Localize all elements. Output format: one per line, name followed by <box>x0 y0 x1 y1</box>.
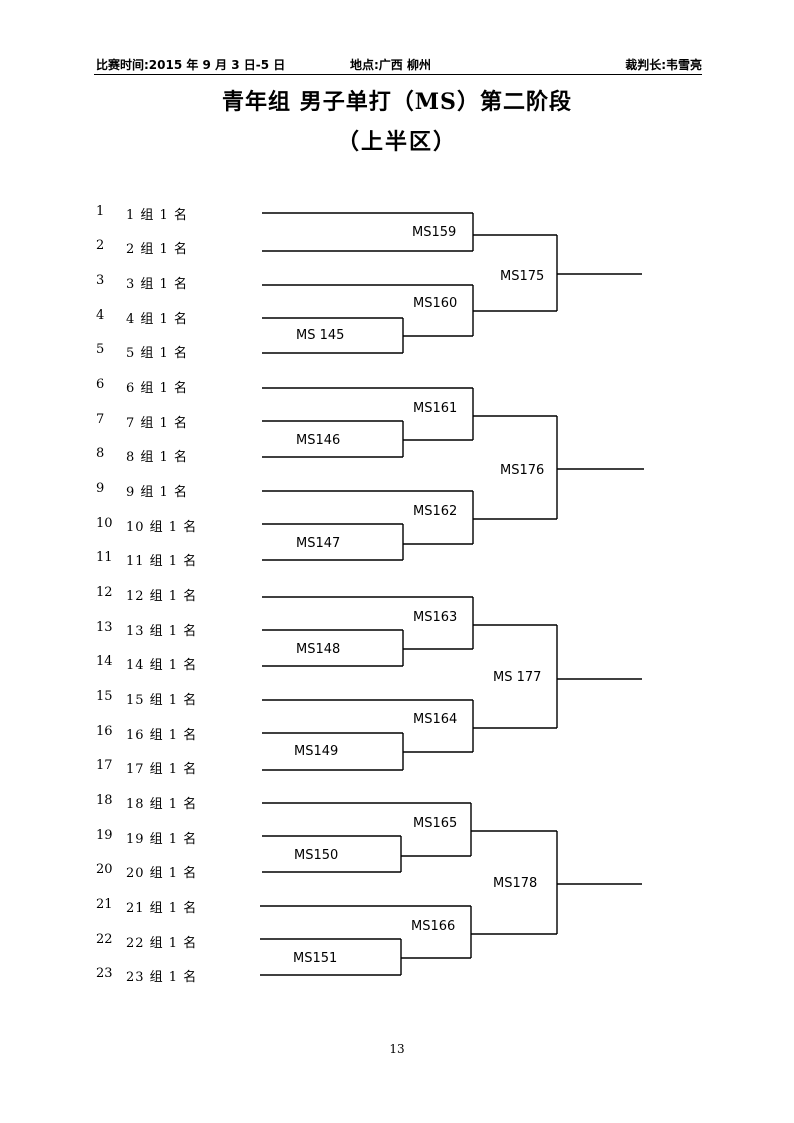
match-label: MS150 <box>294 848 338 863</box>
match-label: MS162 <box>413 504 457 519</box>
entry-seed: 5 <box>96 342 105 357</box>
match-label: MS147 <box>296 536 340 551</box>
match-label: MS165 <box>413 816 457 831</box>
entry-seed: 4 <box>96 308 105 323</box>
entry-seed: 12 <box>96 585 113 600</box>
match-label: MS 145 <box>296 328 344 343</box>
entry-seed: 10 <box>96 516 113 531</box>
entry-seed: 1 <box>96 204 105 219</box>
match-label: MS146 <box>296 433 340 448</box>
entry-seed: 20 <box>96 862 113 877</box>
entry-name: 8 组 1 名 <box>126 450 188 465</box>
entry-name: 13 组 1 名 <box>126 624 198 639</box>
match-label: MS178 <box>493 876 537 891</box>
match-venue: 地点:广西 柳州 <box>350 58 431 72</box>
match-label: MS166 <box>411 919 455 934</box>
entry-seed: 3 <box>96 273 105 288</box>
chief-referee: 裁判长:韦雪亮 <box>625 58 702 72</box>
entry-seed: 14 <box>96 654 113 669</box>
entry-name: 20 组 1 名 <box>126 866 198 881</box>
entry-name: 16 组 1 名 <box>126 728 198 743</box>
entry-seed: 15 <box>96 689 113 704</box>
entry-name: 21 组 1 名 <box>126 901 198 916</box>
entry-seed: 7 <box>96 412 105 427</box>
match-label: MS159 <box>412 225 456 240</box>
match-label: MS175 <box>500 269 544 284</box>
entry-seed: 19 <box>96 828 113 843</box>
entry-name: 5 组 1 名 <box>126 346 188 361</box>
match-label: MS163 <box>413 610 457 625</box>
entry-seed: 13 <box>96 620 113 635</box>
entry-name: 1 组 1 名 <box>126 208 188 223</box>
entry-name: 6 组 1 名 <box>126 381 188 396</box>
match-label: MS 177 <box>493 670 541 685</box>
entry-seed: 16 <box>96 724 113 739</box>
entry-name: 17 组 1 名 <box>126 762 198 777</box>
page-number: 13 <box>389 1042 405 1056</box>
page-subtitle: （上半区） <box>336 129 457 155</box>
entry-name: 19 组 1 名 <box>126 832 198 847</box>
page-title: 青年组 男子单打（MS）第二阶段 <box>222 89 572 115</box>
match-label: MS148 <box>296 642 340 657</box>
entry-seed: 17 <box>96 758 113 773</box>
page-header: 比赛时间:2015 年 9 月 3 日-5 日 地点:广西 柳州 裁判长:韦雪亮 <box>96 56 702 74</box>
match-label: MS149 <box>294 744 338 759</box>
entry-name: 2 组 1 名 <box>126 242 188 257</box>
entry-seed: 18 <box>96 793 113 808</box>
entry-name: 7 组 1 名 <box>126 416 188 431</box>
entry-name: 9 组 1 名 <box>126 485 188 500</box>
entry-name: 22 组 1 名 <box>126 936 198 951</box>
entry-name: 3 组 1 名 <box>126 277 188 292</box>
entry-name: 4 组 1 名 <box>126 312 188 327</box>
entry-name: 12 组 1 名 <box>126 589 198 604</box>
match-label: MS176 <box>500 463 544 478</box>
entry-seed: 21 <box>96 897 113 912</box>
match-label: MS164 <box>413 712 457 727</box>
entry-name: 18 组 1 名 <box>126 797 198 812</box>
entry-seed: 23 <box>96 966 113 981</box>
entry-name: 15 组 1 名 <box>126 693 198 708</box>
entry-name: 23 组 1 名 <box>126 970 198 985</box>
entry-seed: 8 <box>96 446 105 461</box>
match-date: 比赛时间:2015 年 9 月 3 日-5 日 <box>96 58 286 72</box>
entry-name: 11 组 1 名 <box>126 554 198 569</box>
entry-seed: 2 <box>96 238 105 253</box>
match-label: MS151 <box>293 951 337 966</box>
entry-seed: 6 <box>96 377 105 392</box>
entry-seed: 22 <box>96 932 113 947</box>
entry-seed: 11 <box>96 550 113 565</box>
entry-name: 10 组 1 名 <box>126 520 198 535</box>
entry-seed: 9 <box>96 481 105 496</box>
entry-name: 14 组 1 名 <box>126 658 198 673</box>
header-divider <box>94 74 702 75</box>
match-label: MS161 <box>413 401 457 416</box>
match-label: MS160 <box>413 296 457 311</box>
